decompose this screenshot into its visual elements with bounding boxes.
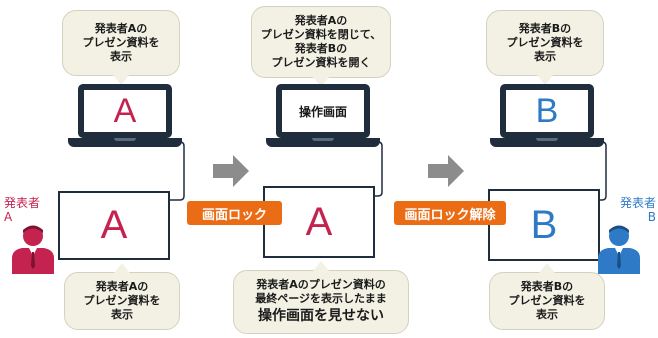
middle-projection-screen: A [263, 186, 375, 258]
laptop-slot [114, 138, 136, 141]
bubble-line: 発表者Bの [520, 280, 574, 293]
bubble-line: 発表者Bの [518, 22, 572, 35]
bubble-tail [313, 77, 329, 87]
right-projection-screen: B [488, 189, 600, 261]
bubble-line: 最終ページを表示したまま [255, 292, 387, 305]
bubble-line: 表示 [110, 50, 132, 63]
middle-cable [370, 141, 383, 197]
middle-laptop-screen: 操作画面 [276, 84, 370, 138]
left-laptop-display: A [84, 90, 166, 132]
middle-top-bubble: 発表者Aの プレゼン資料を閉じて、 発表者Bの プレゼン資料を開く [251, 6, 391, 87]
bubble-line: プレゼン資料を [82, 36, 160, 49]
bubble-tail [113, 75, 129, 85]
presenter-b-label: 発表者 B [616, 196, 656, 224]
bubble-tail [539, 263, 555, 273]
bubble-line: プレゼン資料を閉じて、 [260, 28, 382, 41]
left-cable [170, 141, 185, 201]
presenter-b-icon [598, 225, 640, 274]
bubble-line: 表示 [534, 50, 556, 63]
screen-lock-label: 画面ロック [187, 201, 282, 225]
bubble-line: 発表者Aの [94, 22, 148, 35]
bubble-line: 発表者Aの [95, 280, 149, 293]
bubble-line: 発表者Bの [294, 42, 348, 55]
laptop-slot [536, 138, 558, 141]
left-laptop-screen: A [78, 84, 172, 138]
bubble-line: 発表者Aのプレゼン資料の [256, 278, 386, 291]
right-arrow-icon [428, 155, 464, 187]
presenter-a-label-line2: A [4, 210, 13, 224]
presenter-a-icon [12, 225, 54, 274]
laptop-slot [312, 138, 334, 141]
right-laptop-display: B [506, 90, 588, 132]
right-laptop-base [490, 138, 604, 147]
bubble-line: 発表者Aの [294, 14, 348, 27]
right-laptop-screen: B [500, 84, 594, 138]
presenter-a-label: 発表者 A [4, 196, 40, 224]
presenter-b-label-line1: 発表者 [619, 196, 656, 210]
screen-unlock-label: 画面ロック解除 [394, 201, 506, 225]
right-top-bubble: 発表者Bの プレゼン資料を 表示 [486, 10, 604, 85]
middle-bottom-bubble: 発表者Aのプレゼン資料の 最終ページを表示したまま 操作画面を見せない [233, 261, 409, 334]
laptop-letter-a: A [113, 91, 137, 130]
right-bottom-bubble: 発表者Bの プレゼン資料を 表示 [489, 263, 605, 330]
bubble-line: プレゼン資料を [83, 294, 161, 307]
screen-letter-b: B [530, 202, 558, 247]
presenter-b-label-line2: B [647, 210, 656, 224]
operation-screen-text: 操作画面 [298, 104, 347, 119]
screen-letter-a: A [305, 199, 333, 244]
bubble-line: 表示 [111, 308, 133, 321]
bubble-line: プレゼン資料を [508, 294, 586, 307]
middle-laptop-base [266, 138, 380, 147]
bubble-tail [313, 261, 329, 271]
laptop-letter-b: B [535, 91, 559, 130]
right-arrow-icon [213, 155, 249, 187]
bubble-tail [537, 75, 553, 85]
left-projection-screen: A [58, 191, 170, 260]
left-laptop-base [68, 138, 182, 147]
bubble-line: プレゼン資料を [506, 36, 584, 49]
bubble-line: プレゼン資料を開く [271, 56, 371, 69]
screen-letter-a: A [100, 203, 128, 247]
bubble-emphasis-line: 操作画面を見せない [258, 308, 384, 324]
left-top-bubble: 発表者Aの プレゼン資料を 表示 [62, 10, 180, 85]
right-cable [594, 141, 607, 201]
bubble-line: 表示 [536, 308, 558, 321]
middle-laptop-display: 操作画面 [282, 90, 364, 132]
bubble-tail [114, 263, 130, 273]
left-bottom-bubble: 発表者Aの プレゼン資料を 表示 [64, 263, 180, 330]
presenter-a-label-line1: 発表者 [4, 196, 41, 210]
